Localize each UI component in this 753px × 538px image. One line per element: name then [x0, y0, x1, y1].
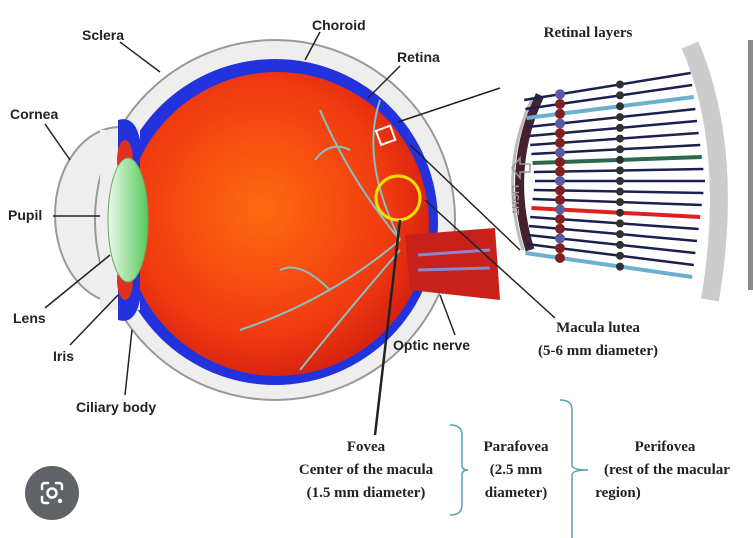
retinal-cell-body	[616, 251, 624, 260]
label-iris: Iris	[53, 348, 75, 364]
optic-nerve	[405, 228, 500, 300]
retinal-cell-body	[616, 219, 624, 228]
parafovea-title: Parafovea	[483, 439, 549, 455]
perifovea-title: Perifovea	[634, 439, 696, 455]
retinal-cell-body	[555, 243, 565, 254]
retinal-cell-body	[616, 262, 624, 271]
retinal-cell-body	[555, 204, 565, 215]
photoreceptor-cell	[526, 242, 694, 267]
retinal-cell-body	[616, 240, 624, 249]
fovea-line2: (1.5 mm diameter)	[306, 485, 426, 501]
retinal-cell-body	[555, 118, 565, 129]
scrollbar[interactable]	[748, 40, 753, 290]
parafovea-line1: (2.5 mm	[489, 462, 543, 478]
leader-lines	[44, 31, 556, 436]
lens	[107, 157, 149, 283]
lens-search-icon	[40, 481, 64, 505]
perifovea-line1: (rest of the macular	[604, 462, 730, 478]
retinal-cell-body	[616, 123, 624, 132]
retinal-cell-body	[555, 108, 565, 119]
retinal-cell-body	[616, 166, 624, 175]
photoreceptor-cell	[525, 251, 693, 279]
macula-marker	[374, 174, 422, 222]
light-arrow-icon	[511, 155, 531, 181]
label-retina: Retina	[397, 49, 440, 65]
label-pupil: Pupil	[8, 207, 43, 223]
label-ciliary-body: Ciliary body	[76, 399, 157, 415]
retinal-cell-body	[555, 157, 565, 168]
label-retinal-layers: Retinal layers	[543, 25, 633, 41]
retinal-cell-body	[555, 194, 565, 205]
retinal-cell-body	[555, 233, 565, 244]
retinal-cell-body	[555, 137, 565, 148]
label-lens: Lens	[13, 310, 46, 326]
retinal-cell-body	[616, 91, 624, 100]
label-optic-nerve: Optic nerve	[393, 337, 471, 353]
retinal-cell-body	[616, 198, 624, 207]
photoreceptor-cell	[526, 95, 695, 120]
macula-title: Macula lutea	[556, 320, 640, 336]
fovea-title: Fovea	[346, 439, 386, 455]
retinal-cell-body	[616, 230, 624, 239]
retinal-cell-body	[555, 128, 565, 139]
retinal-cell-body	[616, 102, 624, 111]
vitreous-body	[125, 72, 429, 376]
retinal-cell-body	[616, 208, 624, 217]
retinal-cell-body	[616, 80, 624, 89]
fovea-line1: Center of the macula	[298, 462, 434, 478]
parafovea-line2: diameter)	[484, 485, 548, 501]
retinal-cell-body	[616, 145, 624, 154]
label-cornea: Cornea	[10, 106, 59, 122]
retinal-layers-illustration	[511, 41, 728, 302]
retinal-cell-body	[555, 176, 565, 186]
retinal-cell-body	[616, 113, 624, 122]
brackets	[449, 399, 589, 538]
retinal-cell-body	[616, 134, 624, 143]
label-sclera: Sclera	[82, 27, 125, 43]
retinal-cell-body	[555, 166, 565, 177]
photoreceptor-cell	[523, 71, 691, 102]
retinal-cell-body	[555, 99, 565, 110]
retinal-cell-body	[555, 147, 565, 158]
retinal-cell-body	[616, 155, 624, 164]
retinal-cell-body	[555, 185, 565, 196]
retinal-cell-body	[555, 223, 565, 234]
retinal-cell-body	[555, 252, 565, 263]
perifovea-line2: region)	[595, 485, 641, 501]
macula-size: (5-6 mm diameter)	[538, 343, 658, 359]
retinal-cell-body	[616, 187, 624, 196]
retinal-cell-body	[555, 89, 565, 100]
lens-search-button[interactable]	[25, 466, 79, 520]
retinal-cell-body	[555, 214, 565, 225]
retinal-cell-body	[616, 177, 624, 185]
light-label: LIGHT	[509, 185, 520, 215]
photoreceptor-cell	[525, 83, 693, 111]
blood-vessels	[239, 99, 401, 371]
label-choroid: Choroid	[312, 17, 366, 33]
